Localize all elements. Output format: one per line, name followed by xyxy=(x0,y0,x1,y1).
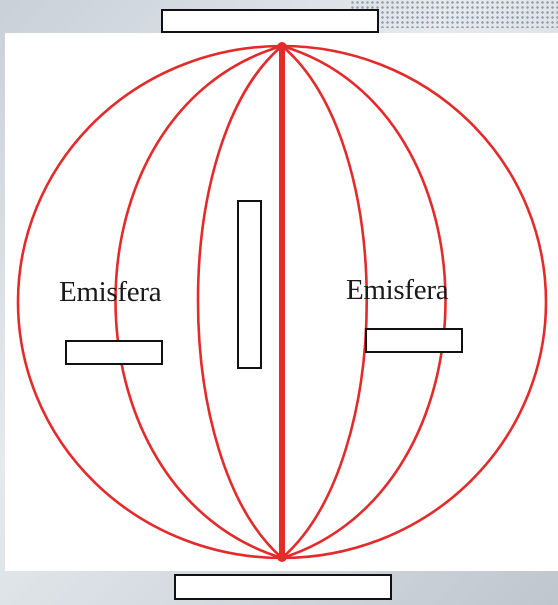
meridian-answer-box[interactable] xyxy=(237,200,262,369)
south-pole-point xyxy=(277,552,287,562)
north-pole-point xyxy=(277,42,287,52)
west-hemisphere-answer-box[interactable] xyxy=(65,340,163,365)
east-hemisphere-answer-box[interactable] xyxy=(365,328,463,353)
hemisphere-label-west: Emisfera xyxy=(59,276,161,309)
north-pole-answer-box[interactable] xyxy=(161,9,379,33)
hemisphere-label-east: Emisfera xyxy=(346,274,448,307)
south-pole-answer-box[interactable] xyxy=(174,574,392,600)
